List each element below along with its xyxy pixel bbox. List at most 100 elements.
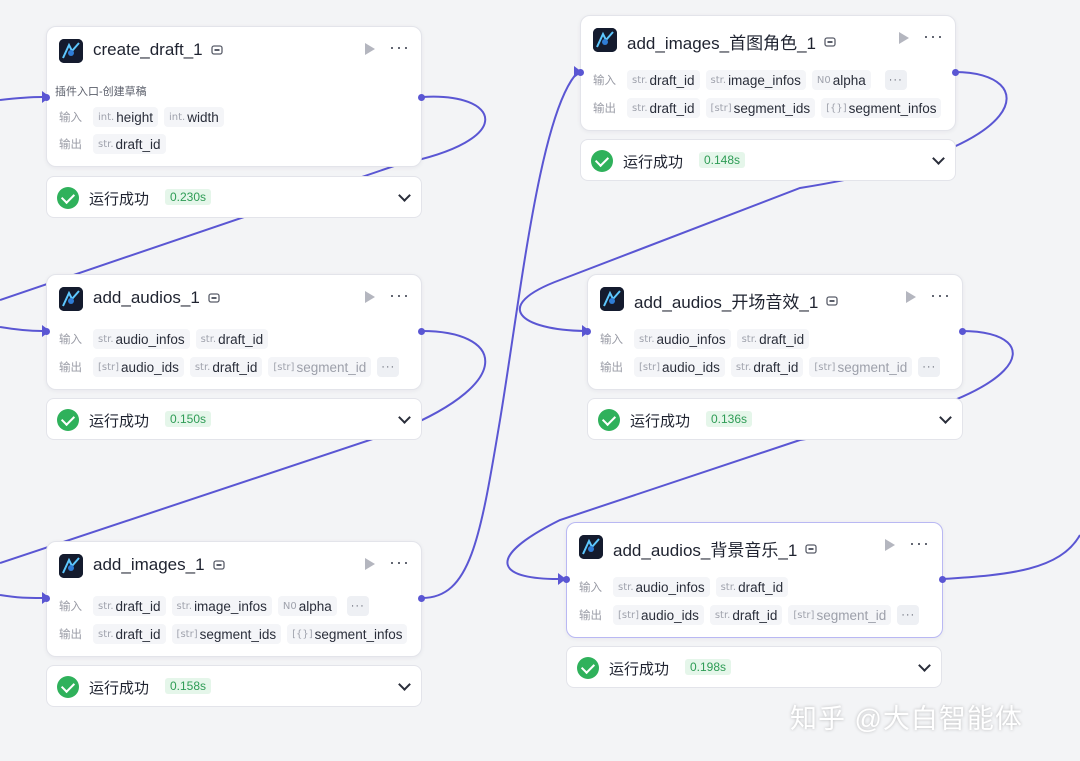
output-port[interactable] [939,576,946,583]
inputs-label: 输入 [579,582,602,594]
input-port[interactable] [43,94,50,101]
input-port[interactable] [43,328,50,335]
input-port[interactable] [563,576,570,583]
status-text: 运行成功 [609,661,670,678]
play-icon[interactable] [906,291,916,303]
more-icon[interactable]: ··· [389,285,410,305]
node-title: add_images_1 [93,555,205,574]
output-port[interactable] [418,328,425,335]
check-circle-icon [57,187,79,209]
run-time-badge: 0.198s [685,659,732,675]
param-chip: str.draft_id [189,357,263,377]
inputs-label: 输入 [59,112,82,124]
inputs-label: 输入 [59,601,82,613]
plugin-logo-icon [59,554,83,578]
tag-icon [824,36,836,47]
status-bar[interactable]: 运行成功 0.150s [46,398,422,440]
param-chip: str.image_infos [171,596,272,616]
input-port[interactable] [584,328,591,335]
outputs-row: 输出 str.draft_id [str]segment_ids [{}]seg… [593,98,947,118]
node-add-audios-opening-sfx[interactable]: add_audios_开场音效_1 ··· 输入 str.audio_infos… [584,274,966,390]
more-icon[interactable]: ··· [923,26,944,46]
param-chip: str.draft_id [709,605,783,625]
inputs-row: 输入 int.height int.width [59,107,230,127]
play-icon[interactable] [885,539,895,551]
check-circle-icon [591,150,613,172]
more-params-button[interactable]: ··· [346,596,369,616]
tag-icon [208,293,220,303]
inputs-row: 输入 str.audio_infos str.draft_id [59,329,274,349]
plugin-logo-icon [600,287,624,311]
more-icon[interactable]: ··· [909,533,930,553]
node-title: add_audios_1 [93,288,200,307]
chevron-down-icon[interactable] [918,659,931,672]
param-chip: str.draft_id [730,357,804,377]
play-icon[interactable] [899,32,909,44]
status-text: 运行成功 [89,191,150,208]
param-chip: [str]audio_ids [634,357,725,377]
more-params-button[interactable]: ··· [377,357,400,377]
status-bar[interactable]: 运行成功 0.230s [46,176,422,218]
param-chip: str.draft_id [627,70,700,90]
param-chip: str.draft_id [715,577,789,597]
chevron-down-icon[interactable] [398,411,411,424]
more-params-button[interactable]: ··· [897,605,920,625]
status-bar[interactable]: 运行成功 0.158s [46,665,422,707]
inputs-label: 输入 [59,334,82,346]
status-bar[interactable]: 运行成功 0.198s [566,646,942,688]
output-port[interactable] [952,69,959,76]
play-icon[interactable] [365,558,375,570]
param-chip: [{}]segment_infos [287,624,408,644]
outputs-row: 输出 [str]audio_ids str.draft_id [str]segm… [579,605,920,625]
chevron-down-icon[interactable] [398,678,411,691]
plugin-logo-icon [59,287,83,311]
chevron-down-icon[interactable] [398,189,411,202]
param-chip: [str]audio_ids [93,357,184,377]
param-chip: [str]segment_id [268,357,372,377]
run-time-badge: 0.148s [699,152,746,168]
output-port[interactable] [418,595,425,602]
more-icon[interactable]: ··· [389,552,410,572]
param-chip: str.draft_id [195,329,269,349]
node-title: add_images_首图角色_1 [627,34,816,53]
param-chip: [str]audio_ids [613,605,704,625]
run-time-badge: 0.158s [165,678,212,694]
tag-icon [826,295,838,306]
more-icon[interactable]: ··· [930,285,951,305]
node-add-images[interactable]: add_images_1 ··· 输入 str.draft_id str.ima… [43,541,425,657]
status-bar[interactable]: 运行成功 0.148s [580,139,956,181]
outputs-row: 输出 str.draft_id [str]segment_ids [{}]seg… [59,624,413,644]
node-create-draft[interactable]: create_draft_1 ··· 插件入口-创建草稿 输入 int.heig… [43,26,425,167]
outputs-label: 输出 [579,610,602,622]
input-port[interactable] [577,69,584,76]
outputs-row: 输出 [str]audio_ids str.draft_id [str]segm… [59,357,400,377]
node-add-audios[interactable]: add_audios_1 ··· 输入 str.audio_infos str.… [43,274,425,390]
status-text: 运行成功 [630,413,691,430]
param-chip: str.audio_infos [613,577,710,597]
chevron-down-icon[interactable] [939,411,952,424]
inputs-row: 输入 str.audio_infos str.draft_id [579,577,794,597]
outputs-row: 输出 [str]audio_ids str.draft_id [str]segm… [600,357,941,377]
output-port[interactable] [418,94,425,101]
status-bar[interactable]: 运行成功 0.136s [587,398,963,440]
run-time-badge: 0.230s [165,189,212,205]
play-icon[interactable] [365,43,375,55]
input-port[interactable] [43,595,50,602]
outputs-label: 输出 [600,362,623,374]
more-icon[interactable]: ··· [389,37,410,57]
output-port[interactable] [959,328,966,335]
chevron-down-icon[interactable] [932,152,945,165]
inputs-label: 输入 [593,75,616,87]
node-add-images-cover-role[interactable]: add_images_首图角色_1 ··· 输入 str.draft_id st… [577,15,959,131]
outputs-label: 输出 [59,629,82,641]
plugin-logo-icon [59,39,83,63]
play-icon[interactable] [365,291,375,303]
more-params-button[interactable]: ··· [884,70,907,90]
param-chip: str.draft_id [93,624,166,644]
more-params-button[interactable]: ··· [918,357,941,377]
check-circle-icon [577,657,599,679]
node-description: 插件入口-创建草稿 [55,86,147,98]
node-add-audios-bgm[interactable]: add_audios_背景音乐_1 ··· 输入 str.audio_infos… [563,522,946,638]
